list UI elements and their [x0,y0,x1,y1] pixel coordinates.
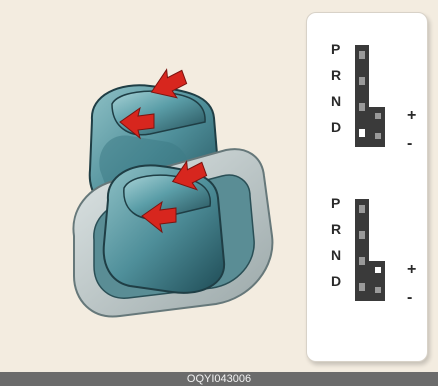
upshift-plus-label: + [407,261,416,279]
shift-gate-bottom: P R N D + - [307,195,427,355]
gear-label-reverse: R [331,221,341,237]
downshift-minus-label: - [407,289,412,307]
gear-label-drive: D [331,119,341,135]
gear-label-park: P [331,41,340,57]
shift-gate-top: P R N D + - [307,41,427,201]
gear-label-park: P [331,195,340,211]
upshift-plus-label: + [407,107,416,125]
lower-lever [104,165,224,292]
downshift-minus-label: - [407,135,412,153]
shift-lever-figure [0,0,300,372]
image-code-caption: OQYI043006 [0,372,438,386]
shift-pattern-panel: P R N D + - P R N D + - [306,12,428,362]
gear-label-reverse: R [331,67,341,83]
gear-label-neutral: N [331,247,341,263]
gear-label-neutral: N [331,93,341,109]
gear-label-drive: D [331,273,341,289]
